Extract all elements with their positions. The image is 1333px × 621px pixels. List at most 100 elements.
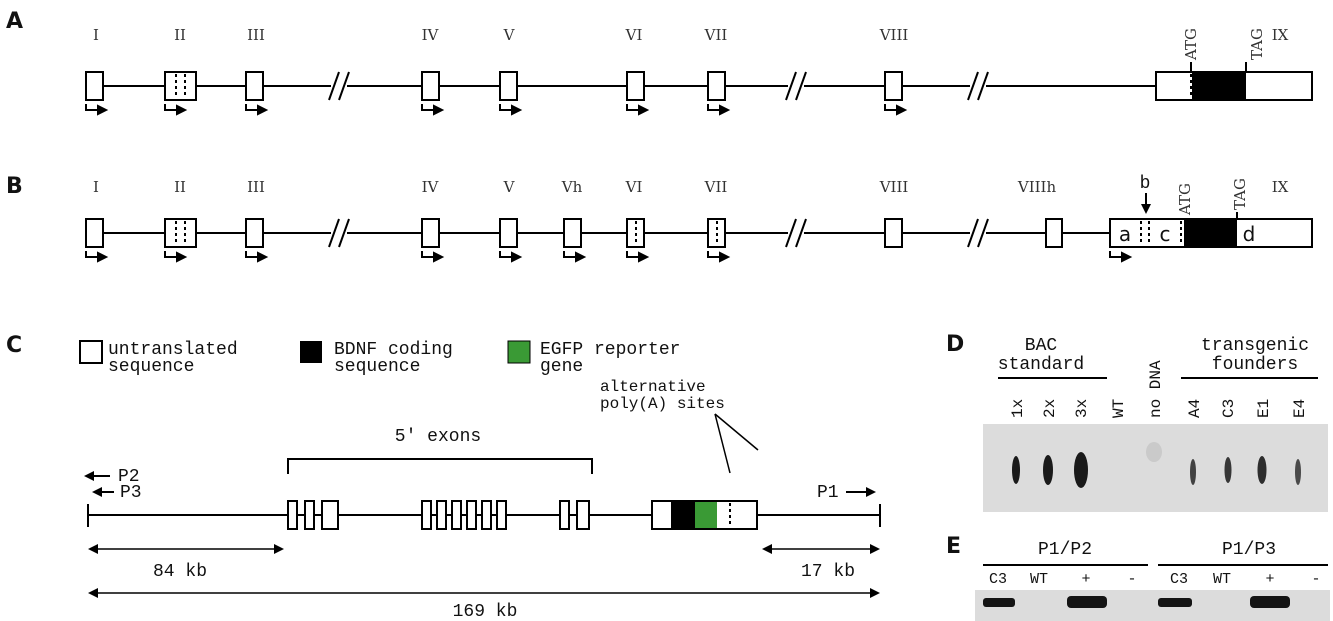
- dot-lane-wt: WT: [1110, 399, 1128, 418]
- primer-p2: P2: [84, 467, 140, 487]
- panel-e: E P1/P2 P1/P3 C3 WT + - C3 WT + -: [946, 534, 1330, 621]
- legend-egfp-line1: EGFP reporter: [540, 340, 680, 360]
- primer-p3: P3: [92, 483, 142, 503]
- atg-label-b: ATG: [1176, 183, 1194, 216]
- arrow-b-label: b: [1140, 174, 1151, 194]
- dot-c3: [1224, 457, 1232, 483]
- bac-standard-line2: standard: [998, 355, 1084, 375]
- panel-b-label: B: [6, 174, 23, 199]
- break-mark-b-1: [328, 218, 350, 248]
- exon-box-a-6: [626, 71, 645, 101]
- founders-line1: transgenic: [1201, 336, 1309, 356]
- exon-label-a-7: VII: [704, 26, 728, 44]
- legend-egfp-line2: gene: [540, 357, 583, 377]
- row-b: B I II III IV V Vh VI VII VIII VIIIh IX …: [6, 174, 1313, 263]
- dot-lane-a4: A4: [1186, 399, 1204, 418]
- exon-box-a-8: [884, 71, 903, 101]
- exon-box-a-4: [421, 71, 440, 101]
- pcr-lane-8: -: [1311, 571, 1320, 588]
- pcr-band-c3-p1p2: [983, 598, 1015, 607]
- segment-d-label: d: [1243, 222, 1256, 246]
- pcr-lane-4: -: [1127, 571, 1136, 588]
- primer-p1: P1: [817, 483, 876, 503]
- pcr-band-positive-p1p3: [1250, 596, 1290, 608]
- exon-box-a-2: [164, 71, 197, 101]
- exon-label-b-7: VI: [625, 178, 643, 196]
- tag-label-a: TAG: [1248, 28, 1266, 60]
- exon-label-a-4: IV: [422, 26, 440, 44]
- legend-untranslated-line2: sequence: [108, 357, 194, 377]
- break-mark-b-2: [785, 218, 807, 248]
- coding-region-a: [1192, 72, 1246, 100]
- dot-no-dna-smudge: [1146, 442, 1162, 462]
- legend-untranslated-swatch: [79, 340, 103, 364]
- pcr-group-p1p3: P1/P3: [1222, 540, 1276, 560]
- primer-p3-label: P3: [120, 483, 142, 503]
- polya-pointer-1: [714, 413, 731, 474]
- exon-label-b-1: I: [93, 178, 99, 196]
- exon-box-b-6: [563, 218, 582, 248]
- exon-box-a-1: [85, 71, 104, 101]
- pcr-group-p1p2: P1/P2: [1038, 540, 1092, 560]
- exon-label-b-3: III: [247, 178, 265, 196]
- exon-label-a-9: IX: [1272, 26, 1289, 44]
- five-prime-exons-label: 5' exons: [395, 427, 481, 447]
- dot-lane-no-dna: no DNA: [1147, 360, 1165, 418]
- exon-box-b-4: [421, 218, 440, 248]
- exon-box-b-3: [245, 218, 264, 248]
- distance-84kb-label: 84 kb: [153, 562, 207, 582]
- pcr-band-positive-p1p2: [1067, 596, 1107, 608]
- exon-label-a-5: V: [503, 26, 516, 44]
- exon-label-a-1: I: [93, 26, 99, 44]
- segment-a-label: a: [1119, 222, 1131, 246]
- row-a: A I II III IV V VI VII VIII IX ATG TAG: [6, 9, 1313, 116]
- exon-label-a-6: VI: [625, 26, 643, 44]
- bac-standard-line1: BAC: [1025, 336, 1058, 356]
- legend-untranslated-line1: untranslated: [108, 340, 238, 360]
- exon-box-a-3: [245, 71, 264, 101]
- legend-egfp-swatch: [507, 340, 531, 364]
- polya-label-line1: alternative: [600, 378, 706, 396]
- exon-box-b-2: [164, 218, 197, 248]
- exon-label-b-5: V: [503, 178, 516, 196]
- exon-box-a-5: [499, 71, 518, 101]
- panel-c: C untranslated sequence BDNF coding sequ…: [6, 333, 881, 621]
- dot-e4: [1295, 459, 1301, 485]
- polya-label-line2: poly(A) sites: [600, 395, 725, 413]
- panel-a-label: A: [6, 9, 23, 34]
- legend: untranslated sequence BDNF coding sequen…: [79, 340, 680, 377]
- panel-c-label: C: [6, 333, 22, 358]
- exon-label-a-3: III: [247, 26, 265, 44]
- dot-2x: [1043, 455, 1053, 485]
- primer-p1-label: P1: [817, 483, 839, 503]
- pcr-band-c3-p1p3: [1158, 598, 1192, 607]
- tag-label-b: TAG: [1231, 178, 1249, 210]
- panel-e-label: E: [946, 534, 961, 559]
- break-mark-b-3: [967, 218, 989, 248]
- dot-lane-e1: E1: [1255, 399, 1273, 418]
- atg-label-a: ATG: [1182, 28, 1200, 61]
- legend-coding-swatch: [300, 341, 322, 363]
- distance-17kb-label: 17 kb: [801, 562, 855, 582]
- panel-d-label: D: [946, 332, 964, 357]
- pcr-lane-3: +: [1081, 571, 1090, 588]
- exon-label-b-4: IV: [422, 178, 440, 196]
- legend-coding-line2: sequence: [334, 357, 420, 377]
- distance-169kb-label: 169 kb: [453, 602, 518, 621]
- break-mark-a-3: [967, 71, 989, 101]
- polya-pointer-2: [714, 413, 759, 451]
- dot-blot-membrane: [983, 424, 1328, 512]
- exon-box-b-9: [884, 218, 903, 248]
- cassette-egfp: [695, 501, 717, 529]
- break-mark-a-1: [328, 71, 350, 101]
- distance-169kb: 169 kb: [88, 588, 880, 621]
- break-mark-a-2: [785, 71, 807, 101]
- legend-coding-line1: BDNF coding: [334, 340, 453, 360]
- exon-group-2: [421, 500, 507, 530]
- founders-line2: founders: [1212, 355, 1298, 375]
- dot-lane-2x: 2x: [1041, 399, 1059, 418]
- pcr-lane-1: C3: [989, 571, 1007, 588]
- exon-box-b-5: [499, 218, 518, 248]
- cassette-coding: [671, 501, 695, 529]
